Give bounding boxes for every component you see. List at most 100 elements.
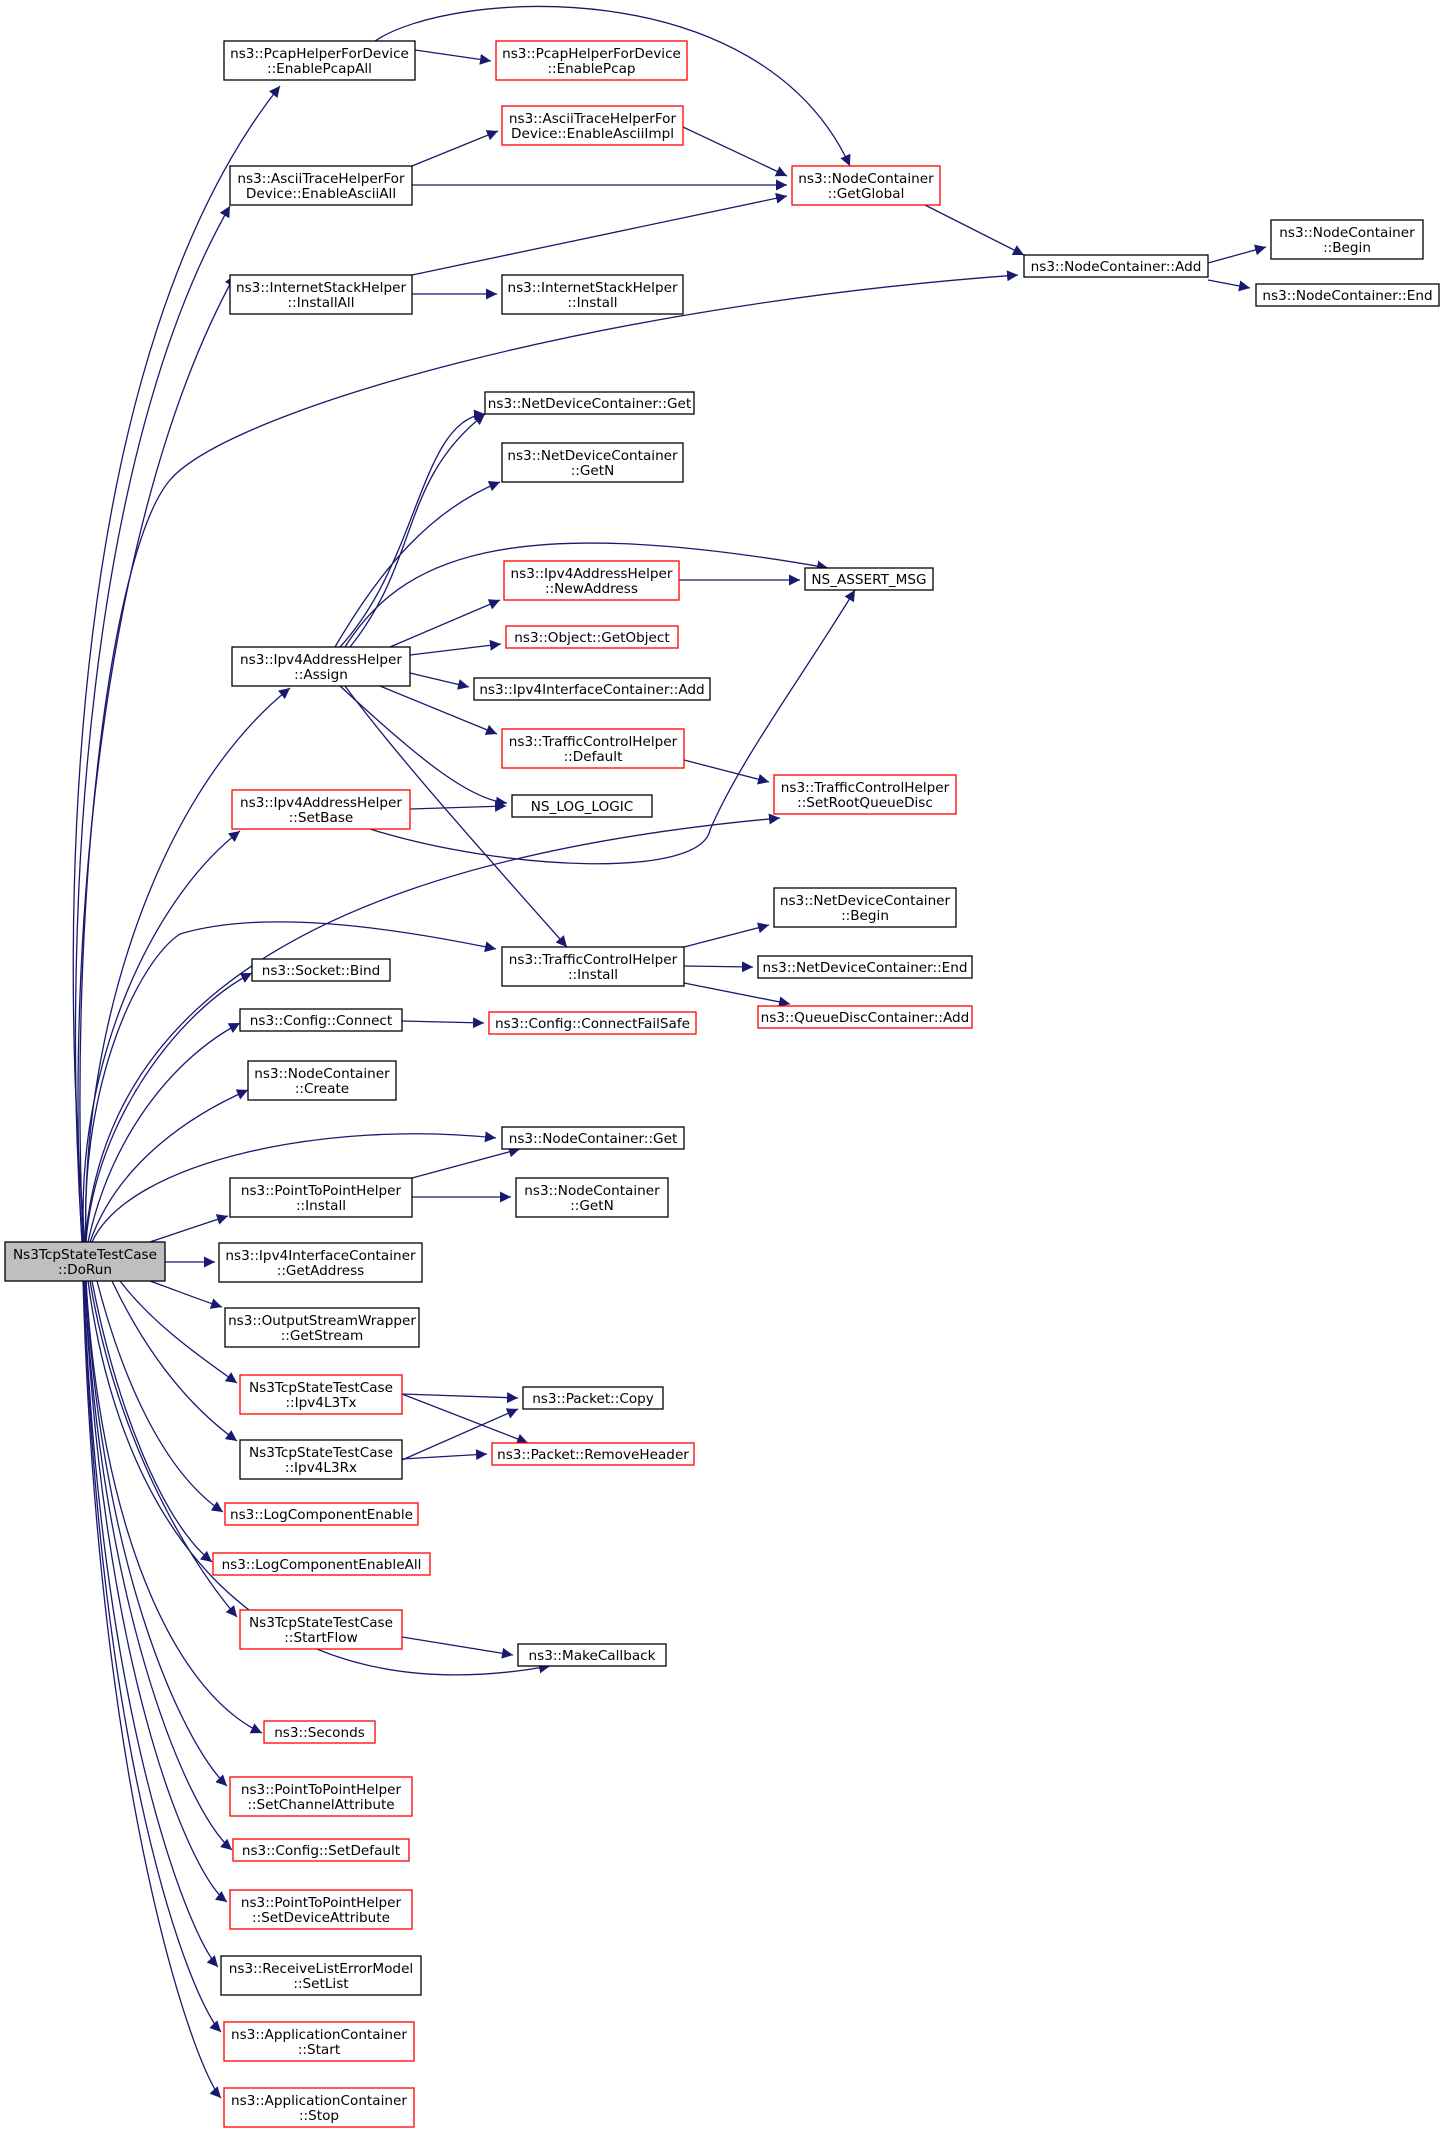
node-log-enableall[interactable]: ns3::LogComponentEnableAll <box>212 1552 431 1576</box>
node-nc-create[interactable]: ns3::NodeContainer::Create <box>247 1060 397 1101</box>
node-label: ns3::PointToPointHelper <box>241 1782 402 1798</box>
node-nc-global[interactable]: ns3::NodeContainer::GetGlobal <box>791 165 941 206</box>
node-box <box>773 774 957 815</box>
node-sock-bind[interactable]: ns3::Socket::Bind <box>251 958 391 982</box>
call-edge <box>149 1280 223 1309</box>
node-box <box>501 442 684 483</box>
node-label: ::Ipv4L3Rx <box>285 1460 357 1476</box>
node-box <box>757 1005 973 1029</box>
node-label: ns3::LogComponentEnable <box>230 1507 413 1523</box>
node-pkt-rmhdr[interactable]: ns3::Packet::RemoveHeader <box>491 1442 695 1466</box>
node-box <box>1023 254 1209 278</box>
node-ipv4l3tx[interactable]: Ns3TcpStateTestCase::Ipv4L3Tx <box>239 1374 403 1415</box>
node-pkt-copy[interactable]: ns3::Packet::Copy <box>522 1386 664 1410</box>
node-p2p-install[interactable]: ns3::PointToPointHelper::Install <box>229 1177 413 1218</box>
node-ns-assert[interactable]: NS_ASSERT_MSG <box>804 567 934 591</box>
node-label: ns3::PcapHelperForDevice <box>230 46 409 62</box>
node-ipv4-newaddr[interactable]: ns3::Ipv4AddressHelper::NewAddress <box>503 560 680 601</box>
node-app-start[interactable]: ns3::ApplicationContainer::Start <box>223 2021 415 2062</box>
node-nc-add[interactable]: ns3::NodeContainer::Add <box>1023 254 1209 278</box>
call-edge <box>339 685 508 808</box>
call-edge <box>409 800 507 812</box>
call-edge <box>401 1408 519 1461</box>
node-pcap[interactable]: ns3::PcapHelperForDevice::EnablePcap <box>495 40 688 81</box>
node-tch-install[interactable]: ns3::TrafficControlHelper::Install <box>501 946 685 987</box>
node-ish-installall[interactable]: ns3::InternetStackHelper::InstallAll <box>229 274 413 315</box>
node-label: ns3::OutputStreamWrapper <box>228 1313 416 1329</box>
node-cfg-setdefault[interactable]: ns3::Config::SetDefault <box>232 1838 410 1862</box>
call-edge <box>74 205 231 1243</box>
node-app-stop[interactable]: ns3::ApplicationContainer::Stop <box>223 2087 415 2128</box>
node-ascii-all[interactable]: ns3::AsciiTraceHelperForDevice::EnableAs… <box>229 165 413 206</box>
node-ndc-getn[interactable]: ns3::NetDeviceContainer::GetN <box>501 442 684 483</box>
call-edge <box>84 813 781 1243</box>
node-tch-setroot[interactable]: ns3::TrafficControlHelper::SetRootQueueD… <box>773 774 957 815</box>
node-iic-getaddr[interactable]: ns3::Ipv4InterfaceContainer::GetAddress <box>218 1242 423 1283</box>
node-cfg-failsafe[interactable]: ns3::Config::ConnectFailSafe <box>488 1011 697 1035</box>
node-root[interactable]: Ns3TcpStateTestCase::DoRun <box>4 1241 166 1282</box>
node-ipv4-assign[interactable]: ns3::Ipv4AddressHelper::Assign <box>231 646 411 687</box>
node-ipv4l3rx[interactable]: Ns3TcpStateTestCase::Ipv4L3Rx <box>239 1439 403 1480</box>
node-ndc-begin[interactable]: ns3::NetDeviceContainer::Begin <box>773 887 957 928</box>
call-edge <box>89 1280 238 1618</box>
node-label: ns3::Ipv4AddressHelper <box>240 795 402 811</box>
node-label: ns3::PcapHelperForDevice <box>502 46 681 62</box>
node-osw-getstream[interactable]: ns3::OutputStreamWrapper::GetStream <box>224 1307 420 1348</box>
node-ndc-get[interactable]: ns3::NetDeviceContainer::Get <box>484 391 695 415</box>
node-box <box>229 165 413 206</box>
node-nc-end[interactable]: ns3::NodeContainer::End <box>1255 283 1440 307</box>
node-box <box>501 274 684 315</box>
call-edge <box>379 685 498 735</box>
node-nc-get[interactable]: ns3::NodeContainer::Get <box>501 1126 685 1150</box>
node-label: ::Install <box>296 1198 346 1214</box>
node-nc-begin[interactable]: ns3::NodeContainer::Begin <box>1270 219 1424 260</box>
node-label: ::StartFlow <box>284 1630 357 1646</box>
node-cfg-connect[interactable]: ns3::Config::Connect <box>239 1008 403 1032</box>
node-iic-add[interactable]: ns3::Ipv4InterfaceContainer::Add <box>473 677 711 701</box>
node-p2p-setchan[interactable]: ns3::PointToPointHelper::SetChannelAttri… <box>229 1776 413 1817</box>
node-obj-getobj[interactable]: ns3::Object::GetObject <box>505 625 679 649</box>
node-label: ns3::NodeContainer <box>524 1183 660 1199</box>
node-log-enable[interactable]: ns3::LogComponentEnable <box>224 1502 419 1526</box>
node-startflow[interactable]: Ns3TcpStateTestCase::StartFlow <box>239 1609 403 1650</box>
call-edge <box>84 1280 228 1903</box>
node-box <box>505 625 679 649</box>
call-edge <box>83 1280 222 2033</box>
node-label: ns3::TrafficControlHelper <box>509 734 678 750</box>
node-makecb[interactable]: ns3::MakeCallback <box>517 1643 667 1667</box>
node-label: ::SetDeviceAttribute <box>252 1910 390 1926</box>
node-p2p-setdev[interactable]: ns3::PointToPointHelper::SetDeviceAttrib… <box>229 1889 413 1930</box>
node-ish-install[interactable]: ns3::InternetStackHelper::Install <box>501 274 684 315</box>
node-box <box>229 1889 413 1930</box>
node-label: ::Ipv4L3Tx <box>285 1395 356 1411</box>
node-box <box>501 1126 685 1150</box>
node-box <box>473 677 711 701</box>
node-box <box>1270 219 1424 260</box>
node-label: ns3::Seconds <box>274 1725 365 1741</box>
call-edge <box>683 922 770 948</box>
node-box <box>229 274 413 315</box>
node-label: ::Begin <box>841 908 889 924</box>
nodes-layer: Ns3TcpStateTestCase::DoRun ns3::PcapHelpe… <box>4 40 1440 2128</box>
node-ascii-impl[interactable]: ns3::AsciiTraceHelperForDevice::EnableAs… <box>501 105 684 146</box>
node-box <box>239 1008 403 1032</box>
node-ndc-end[interactable]: ns3::NetDeviceContainer::End <box>757 955 973 979</box>
node-nc-getn[interactable]: ns3::NodeContainer::GetN <box>515 1177 669 1218</box>
node-label: ns3::Config::Connect <box>250 1013 393 1029</box>
node-seconds[interactable]: ns3::Seconds <box>263 1720 376 1744</box>
node-label: ns3::NetDeviceContainer::End <box>762 960 967 976</box>
node-ipv4-setbase[interactable]: ns3::Ipv4AddressHelper::SetBase <box>231 789 411 830</box>
node-ns-log[interactable]: NS_LOG_LOGIC <box>511 794 653 818</box>
node-qdc-add[interactable]: ns3::QueueDiscContainer::Add <box>757 1005 973 1029</box>
call-edge <box>111 1280 238 1442</box>
edges-layer <box>72 5 1267 2099</box>
call-edge <box>401 1636 514 1659</box>
call-edge <box>344 685 568 948</box>
node-tch-default[interactable]: ns3::TrafficControlHelper::Default <box>501 728 685 769</box>
node-rlem-setlist[interactable]: ns3::ReceiveListErrorModel::SetList <box>220 1955 422 1996</box>
node-label: ns3::NodeContainer <box>1279 225 1415 241</box>
node-pcap-all[interactable]: ns3::PcapHelperForDevice::EnablePcapAll <box>223 40 416 81</box>
node-label: ns3::Packet::RemoveHeader <box>497 1447 689 1463</box>
call-edge <box>82 830 241 1243</box>
node-label: ns3::Config::ConnectFailSafe <box>495 1016 690 1032</box>
